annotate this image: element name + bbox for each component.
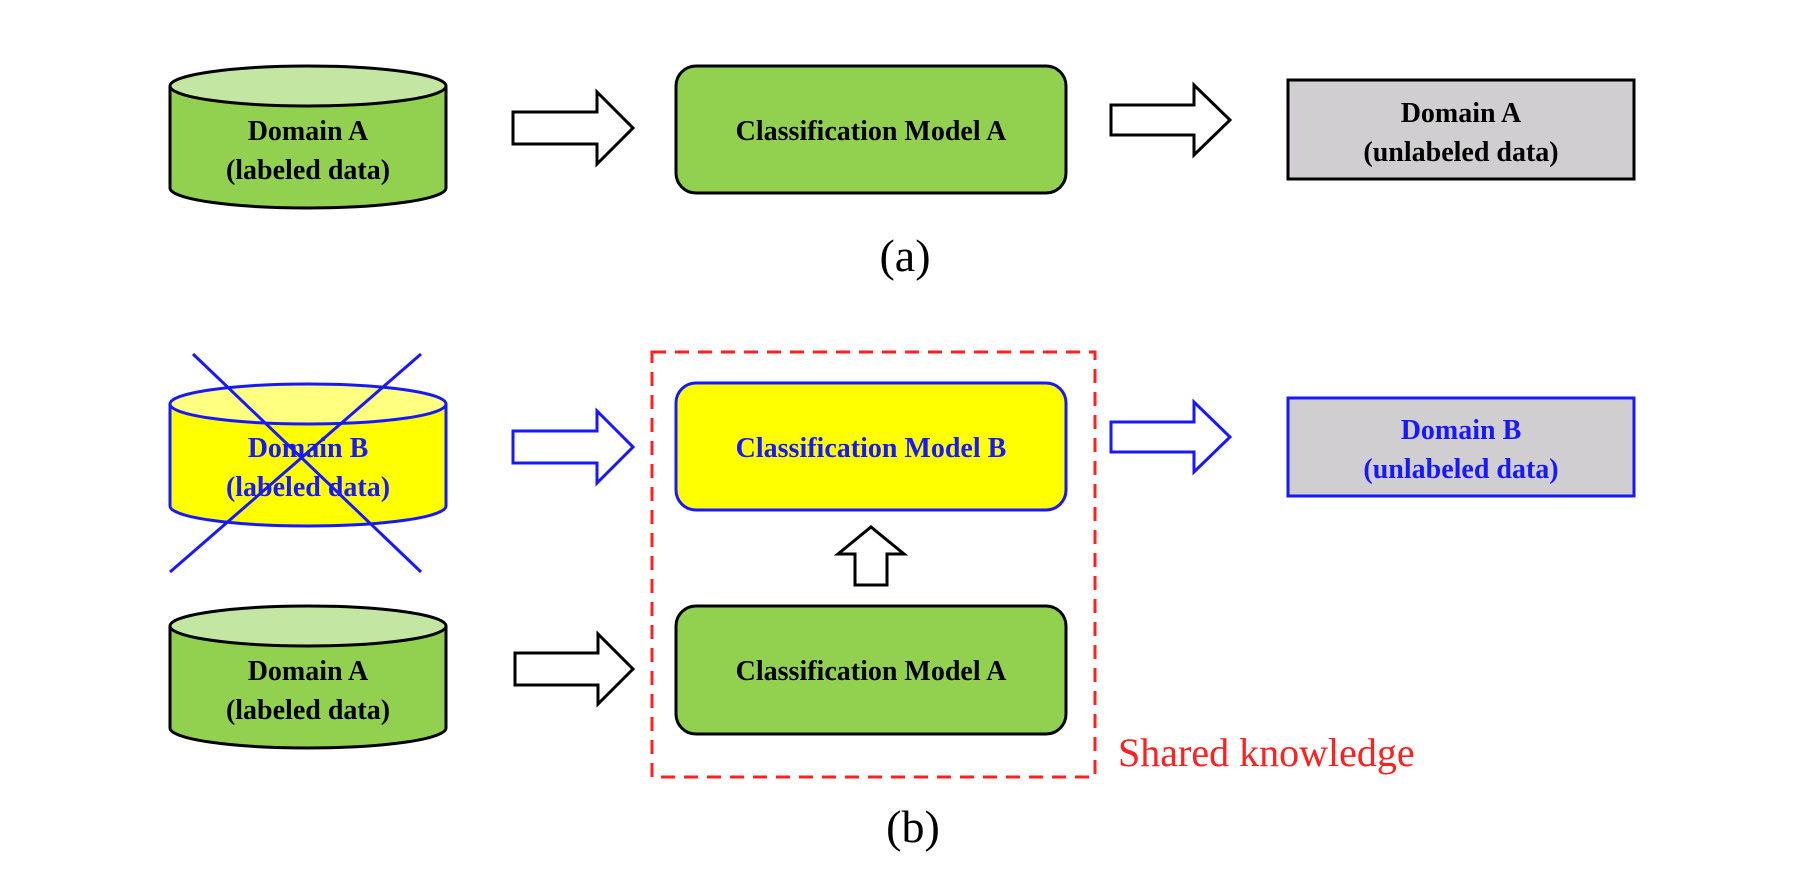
caption-a: (a) <box>879 230 930 281</box>
target-label-line1: Domain A <box>1401 98 1522 129</box>
right-arrow-icon <box>511 88 636 168</box>
shared-knowledge-label: Shared knowledge <box>1118 730 1415 775</box>
database-label-line1: Domain A <box>248 656 369 687</box>
domain-a-database-cylinder: Domain A (labeled data) <box>168 64 448 210</box>
cross-out-icon <box>169 352 423 574</box>
crossed-database-label-line2: (labeled data) <box>226 472 390 503</box>
target-b-label-line2: (unlabeled data) <box>1363 454 1558 485</box>
target-b-label-line1: Domain B <box>1401 415 1522 446</box>
model-a-label: Classification Model A <box>736 656 1007 687</box>
model-label: Classification Model A <box>736 116 1007 147</box>
part-b: Domain B (labeled data) Classification M… <box>168 350 1636 852</box>
database-label-line1: Domain A <box>248 116 369 147</box>
right-arrow-icon <box>511 407 636 487</box>
part-a: Domain A (labeled data) Classification M… <box>168 64 1636 281</box>
domain-a-database-cylinder: Domain A (labeled data) <box>168 604 448 750</box>
domain-b-unlabeled-box: Domain B (unlabeled data) <box>1286 396 1636 498</box>
domain-b-database-cylinder-crossed: Domain B (labeled data) <box>168 352 448 574</box>
database-label-line2: (labeled data) <box>226 155 390 186</box>
crossed-database-label-line1: Domain B <box>248 433 369 464</box>
domain-a-unlabeled-box: Domain A (unlabeled data) <box>1286 78 1636 181</box>
classification-model-b-box: Classification Model B <box>674 381 1068 512</box>
shared-knowledge-boundary <box>650 350 1097 779</box>
right-arrow-icon <box>1109 398 1233 476</box>
right-arrow-icon <box>1109 81 1233 159</box>
caption-b: (b) <box>886 801 940 852</box>
right-arrow-icon <box>513 630 636 708</box>
target-label-line2: (unlabeled data) <box>1363 137 1558 168</box>
classification-model-a-box: Classification Model A <box>674 604 1068 736</box>
database-label-line2: (labeled data) <box>226 695 390 726</box>
model-b-label: Classification Model B <box>736 433 1007 464</box>
up-arrow-icon <box>833 525 909 587</box>
classification-model-a-box: Classification Model A <box>674 64 1068 195</box>
